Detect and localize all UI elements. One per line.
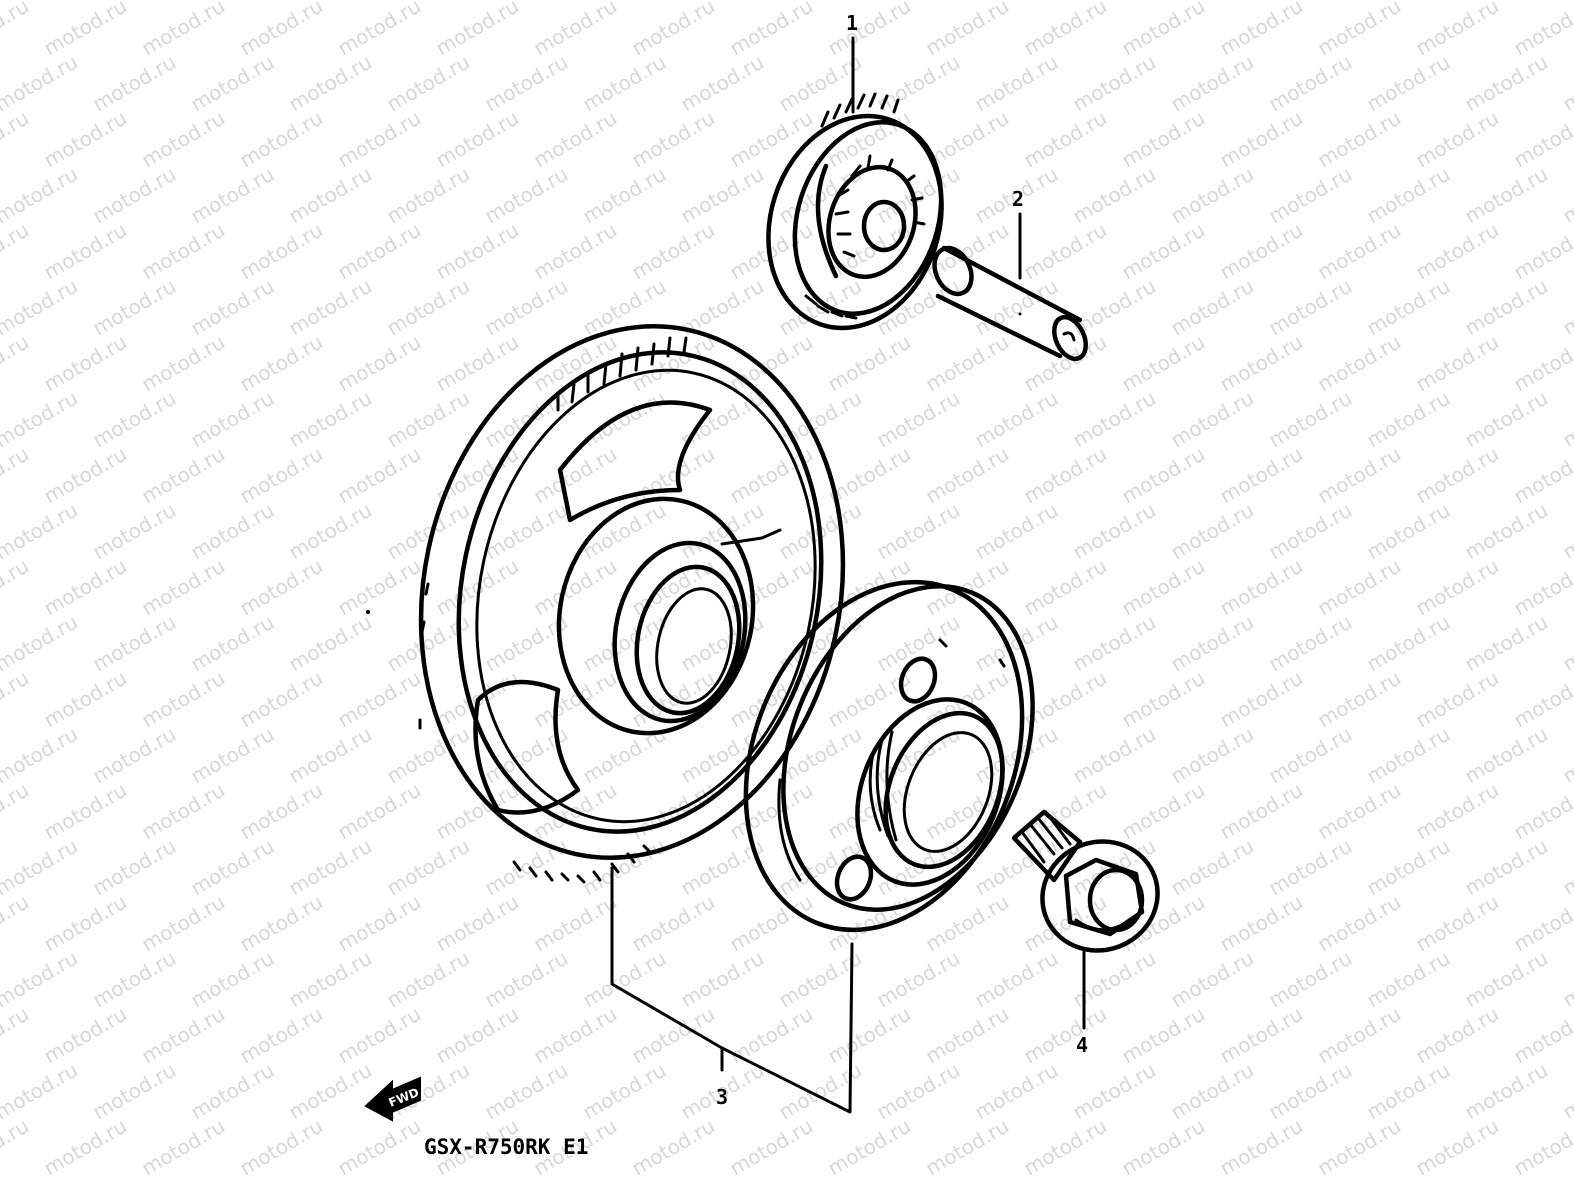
model-code: GSX-R750RK E1	[424, 1135, 588, 1159]
part-3-large-gear[interactable]	[373, 287, 891, 898]
callout-4: 4	[1076, 1033, 1088, 1057]
callout-leaders	[610, 36, 1086, 1114]
part-3-clutch-housing[interactable]	[696, 540, 1078, 971]
forward-marker: FWD	[364, 1076, 421, 1122]
part-4-bolt[interactable]	[1011, 809, 1173, 967]
part-1-small-gear[interactable]	[742, 92, 969, 350]
callout-2: 2	[1012, 187, 1024, 211]
arrow-left-icon	[364, 1076, 421, 1122]
part-2-shaft[interactable]	[927, 242, 1092, 364]
callout-1: 1	[846, 11, 858, 35]
callout-3: 3	[716, 1085, 728, 1109]
